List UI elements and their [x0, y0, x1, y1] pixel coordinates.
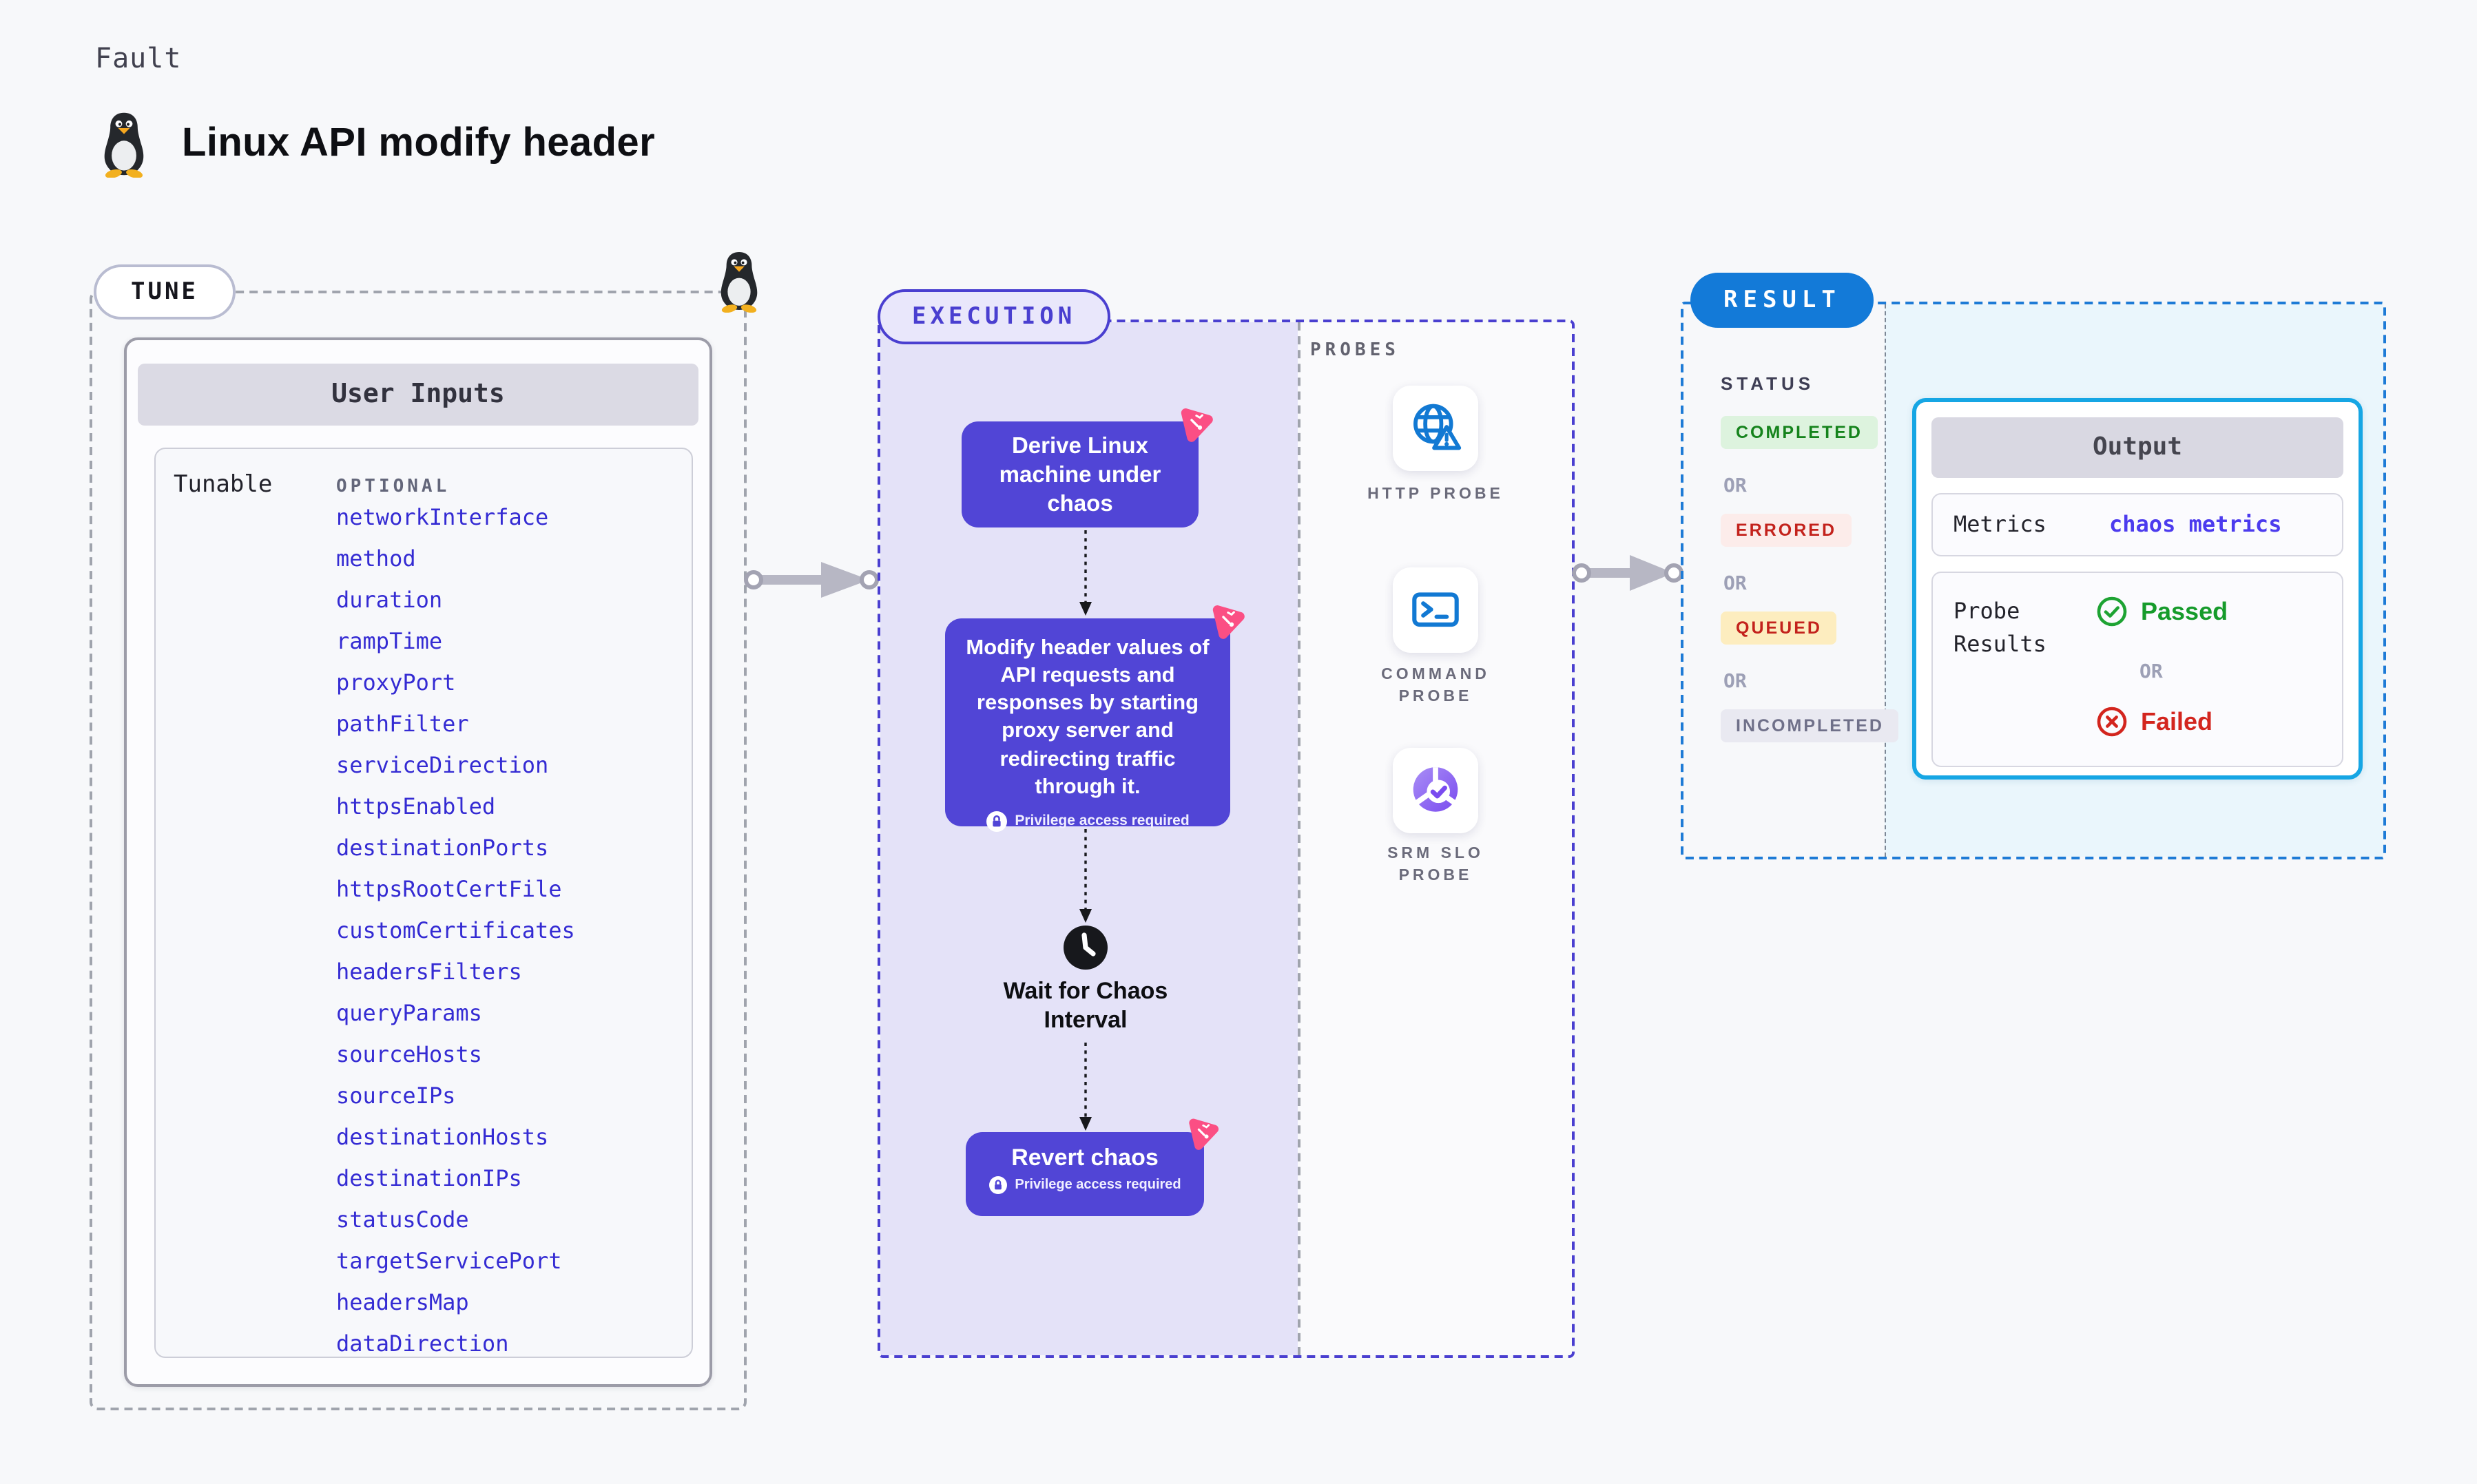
- tunable-item: statusCode: [336, 1206, 469, 1233]
- command-probe-card: [1393, 567, 1478, 653]
- tune-region: [90, 291, 747, 1410]
- or-label: OR: [1723, 475, 1747, 497]
- check-circle-icon: [2097, 596, 2127, 627]
- metrics-value: chaos metrics: [2109, 511, 2282, 537]
- clock-icon: [1064, 926, 1108, 970]
- command-probe-label: COMMAND PROBE: [1381, 667, 1490, 705]
- tunable-item: customCertificates: [336, 917, 575, 943]
- status-badge-queued: QUEUED: [1721, 612, 1837, 645]
- step-revert-chaos: Revert chaos Privilege access required: [966, 1118, 1219, 1216]
- result-badge: RESULT: [1690, 273, 1874, 328]
- page-title: Linux API modify header: [182, 121, 656, 165]
- tunable-item: destinationPorts: [336, 835, 549, 861]
- privilege-label: Privilege access required: [1015, 1178, 1181, 1193]
- tunable-item: sourceIPs: [336, 1083, 456, 1109]
- output-title: Output: [1931, 417, 2343, 478]
- probe-failed: Failed: [2095, 705, 2212, 738]
- srm-slo-probe-label: SRM SLO PROBE: [1387, 846, 1484, 884]
- probe-results-label: Probe Results: [1953, 598, 2046, 657]
- wait-for-chaos-label: Wait for Chaos Interval: [1003, 978, 1168, 1034]
- privilege-label: Privilege access required: [1015, 812, 1190, 829]
- slo-donut-icon: [1413, 767, 1458, 812]
- tunable-item: dataDirection: [336, 1330, 509, 1357]
- passed-label: Passed: [2141, 597, 2228, 625]
- lock-icon: [986, 811, 1007, 832]
- tunables-panel: Tunable OPTIONAL networkInterface method…: [154, 448, 693, 1358]
- globe-alert-icon: [1413, 404, 1462, 450]
- privilege-note: Privilege access required: [966, 1176, 1204, 1194]
- step-derive-label: Derive Linux machine under chaos: [999, 434, 1161, 516]
- status-title: STATUS: [1721, 373, 1815, 394]
- status-badge-completed: COMPLETED: [1721, 416, 1878, 449]
- linux-tux-icon-small: [721, 252, 758, 313]
- execution-to-result-arrow: [1572, 555, 1683, 591]
- tunable-item: method: [336, 545, 416, 572]
- tunable-item: httpsRootCertFile: [336, 876, 562, 902]
- chaos-fault-icon: [1212, 605, 1245, 639]
- http-probe-card: [1393, 386, 1478, 471]
- user-inputs-card: User Inputs Tunable OPTIONAL networkInte…: [124, 337, 712, 1387]
- fault-kicker: Fault: [95, 41, 182, 74]
- tunable-item: headersMap: [336, 1289, 469, 1315]
- user-inputs-title: User Inputs: [138, 364, 698, 426]
- failed-label: Failed: [2141, 707, 2213, 735]
- step-derive-machine: Derive Linux machine under chaos: [962, 408, 1213, 527]
- chaos-fault-icon: [1189, 1118, 1219, 1150]
- step-modify-label: Modify header values of API requests and…: [966, 636, 1210, 799]
- chaos-fault-icon: [1181, 408, 1213, 442]
- tunable-row-label: Tunable: [174, 471, 273, 499]
- tunable-item: httpsEnabled: [336, 793, 496, 819]
- tune-to-execution-arrow: [744, 562, 879, 598]
- linux-tux-icon: [104, 112, 144, 178]
- privilege-note: Privilege access required: [960, 811, 1215, 832]
- step-modify-headers: Modify header values of API requests and…: [945, 605, 1245, 832]
- step-revert-label: Revert chaos: [1011, 1145, 1159, 1171]
- metrics-row: Metrics chaos metrics: [1931, 493, 2343, 556]
- lock-icon: [988, 1176, 1007, 1194]
- terminal-icon: [1412, 592, 1459, 627]
- probe-passed: Passed: [2095, 595, 2228, 628]
- tunable-item: duration: [336, 587, 443, 613]
- tunable-list: networkInterface method duration rampTim…: [336, 497, 575, 1365]
- flow-arrow-down: [1079, 1043, 1092, 1131]
- tunable-item: proxyPort: [336, 669, 456, 696]
- tunable-item: headersFilters: [336, 959, 522, 985]
- status-badge-incompleted: INCOMPLETED: [1721, 709, 1899, 742]
- probes-panel: [1298, 322, 1572, 1355]
- http-probe-label: HTTP PROBE: [1367, 486, 1504, 503]
- page-header: Linux API modify header: [98, 110, 655, 178]
- execution-badge: EXECUTION: [878, 289, 1111, 344]
- or-label: OR: [1723, 671, 1747, 693]
- x-circle-icon: [2097, 707, 2127, 737]
- srm-slo-probe-card: [1393, 748, 1478, 833]
- flow-arrow-down: [1079, 829, 1092, 923]
- tunable-item: serviceDirection: [336, 752, 549, 778]
- metrics-label: Metrics: [1953, 511, 2046, 537]
- tune-badge: TUNE: [94, 264, 236, 320]
- status-badge-errored: ERRORED: [1721, 514, 1852, 547]
- tunable-item: networkInterface: [336, 504, 549, 530]
- or-label: OR: [2139, 661, 2163, 683]
- tunable-item: rampTime: [336, 628, 443, 654]
- optional-column-label: OPTIONAL: [336, 477, 450, 497]
- or-label: OR: [1723, 573, 1747, 595]
- tunable-item: pathFilter: [336, 711, 469, 737]
- tunable-item: sourceHosts: [336, 1041, 482, 1067]
- tunable-item: destinationIPs: [336, 1165, 522, 1191]
- output-card: Output Metrics chaos metrics Probe Resul…: [1912, 398, 2363, 780]
- probe-results-row: Probe Results Passed OR Failed: [1931, 572, 2343, 767]
- execution-region: [878, 320, 1575, 1358]
- flow-arrow-down: [1079, 530, 1092, 616]
- tunable-item: queryParams: [336, 1000, 482, 1026]
- tunable-item: destinationHosts: [336, 1124, 549, 1150]
- probes-title: PROBES: [1310, 340, 1400, 361]
- tunable-item: targetServicePort: [336, 1248, 562, 1274]
